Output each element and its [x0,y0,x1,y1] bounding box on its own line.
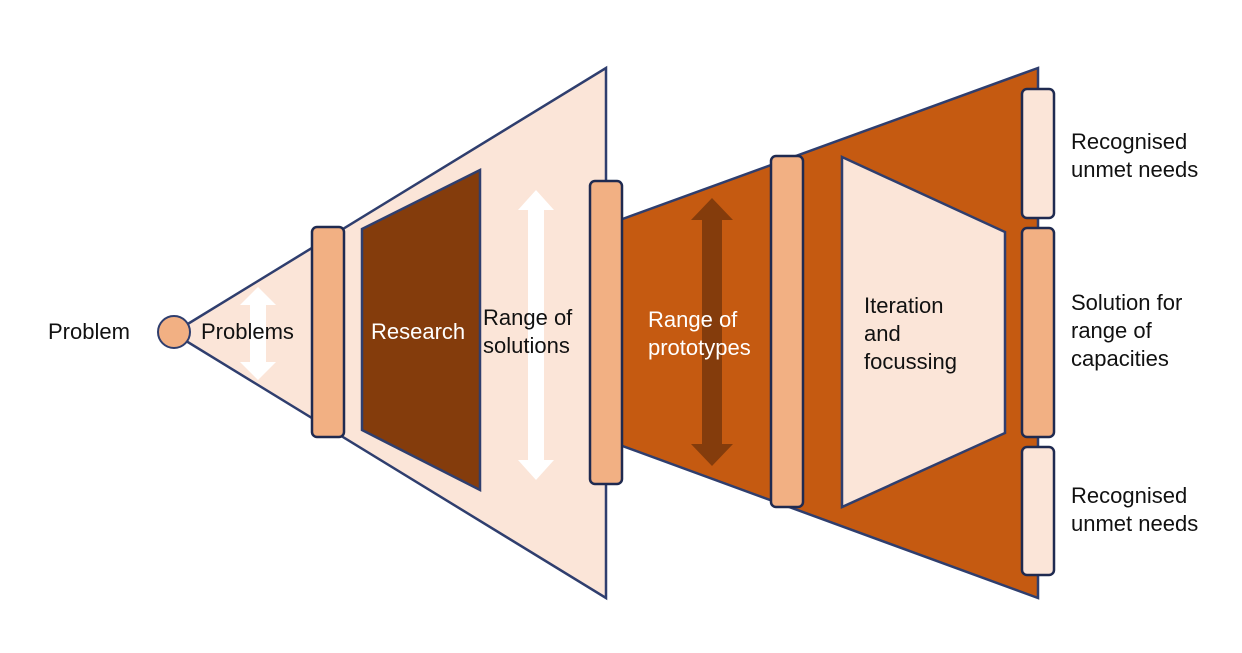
iteration-trapezoid [840,155,1007,509]
outcome-bar-top [1020,87,1056,220]
iteration-label: Iteration and focussing [864,293,957,374]
problem-label: Problem [48,319,130,344]
problem-circle [157,315,191,349]
problems-double-arrow [240,287,276,380]
problems-label: Problems [201,319,294,344]
prototypes-double-arrow [691,198,733,466]
research-trapezoid [360,167,482,493]
range-of-solutions-label: Range of solutions [483,305,573,358]
outcome-top-label: Recognised unmet needs [1071,129,1199,182]
outcome-bottom-label: Recognised unmet needs [1071,483,1199,536]
outcome-bar-middle [1020,226,1056,439]
solutions-double-arrow [518,190,554,480]
outcome-middle-label: Solution for range of capacities [1071,290,1183,371]
range-of-prototypes-label: Range of prototypes [648,307,751,360]
gate-bar-2 [588,179,624,486]
gate-bar-1 [310,225,346,439]
gate-bar-3 [769,154,805,509]
research-label: Research [371,319,466,344]
outcome-bar-bottom [1020,445,1056,577]
